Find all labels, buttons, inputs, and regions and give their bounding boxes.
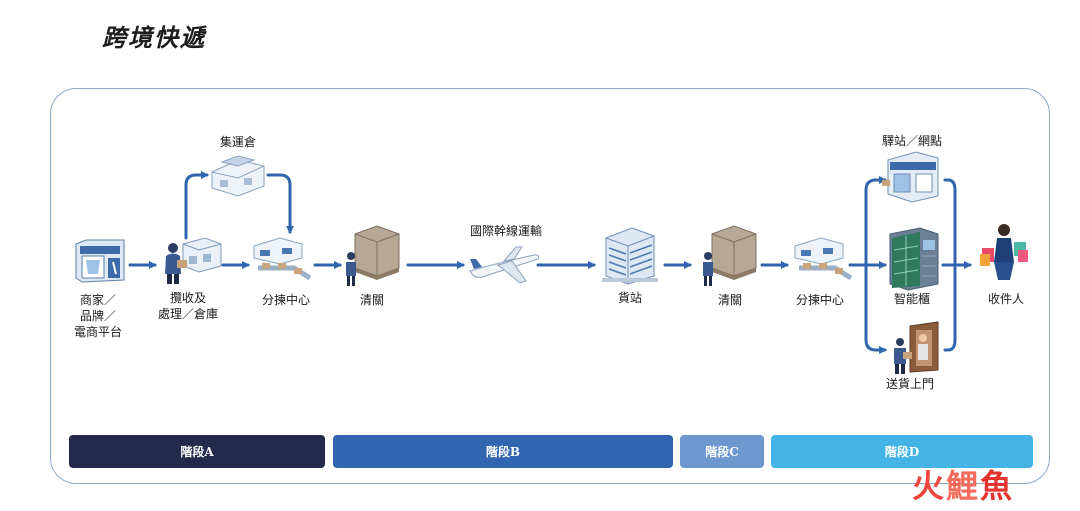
label-sorting-center-1: 分揀中心 — [261, 293, 311, 307]
warehouse-icon — [211, 155, 265, 197]
label-customs-1: 清關 — [359, 293, 385, 307]
label-recipient: 收件人 — [987, 292, 1025, 306]
label-collection-line: 攬收及 — [169, 291, 207, 305]
label-smart-locker: 智能櫃 — [893, 292, 931, 306]
arrow-collection-to-warehouse — [184, 171, 209, 240]
sorting-conveyor-icon — [253, 237, 312, 281]
arrow-door-to-merge — [943, 263, 957, 352]
customs-pallet-icon — [346, 225, 400, 286]
label-sorting-center-2: 分揀中心 — [795, 293, 845, 307]
shop-icon — [882, 151, 939, 203]
label-customs-2: 清關 — [717, 293, 743, 307]
sorting-conveyor-icon — [794, 237, 853, 281]
label-collection: 攬收及 處理／倉庫 — [158, 290, 218, 322]
label-merchant-line: 商家／ — [79, 293, 117, 307]
page-title: 跨境快遞 — [102, 23, 206, 52]
label-merchant-line: 電商平台 — [73, 325, 123, 339]
label-merchant-line: 品牌／ — [79, 309, 117, 323]
label-collection-line: 處理／倉庫 — [157, 307, 219, 321]
label-station-outlet: 驛站／網點 — [881, 134, 943, 148]
watermark-char: 火 — [912, 467, 947, 505]
stage-bar-a: 階段A — [69, 435, 325, 468]
label-linehaul: 國際幹線運輸 — [469, 224, 543, 238]
diagram-frame — [50, 88, 1050, 484]
watermark-char: 鯉 — [946, 467, 981, 505]
arrow-branch-to-door — [864, 263, 887, 354]
flow-arrows — [128, 171, 972, 354]
label-consolidation-warehouse: 集運倉 — [219, 135, 257, 149]
recipient-shopper-icon — [980, 224, 1028, 280]
watermark-char: 魚 — [980, 467, 1015, 505]
door-delivery-icon — [894, 321, 939, 374]
arrow-warehouse-to-sorting — [266, 173, 294, 234]
customs-pallet-icon — [703, 225, 757, 286]
label-merchant: 商家／ 品牌／ 電商平台 — [74, 292, 122, 340]
courier-warehouse-icon — [165, 237, 222, 284]
arrow-outlet-to-merge — [943, 178, 957, 267]
stage-bar-c: 階段C — [680, 435, 764, 468]
label-cargo-station: 貨站 — [617, 291, 643, 305]
airplane-icon — [469, 246, 539, 284]
stage-bar-d: 階段D — [771, 435, 1033, 468]
shop-icon — [75, 239, 125, 283]
locker-icon — [889, 227, 939, 291]
cargo-building-icon — [602, 227, 658, 285]
arrow-branch-to-outlet — [864, 176, 887, 267]
stage-bar-b: 階段B — [333, 435, 673, 468]
label-door-delivery: 送貨上門 — [885, 377, 935, 391]
watermark-logo: 火鯉魚 — [912, 466, 1014, 506]
